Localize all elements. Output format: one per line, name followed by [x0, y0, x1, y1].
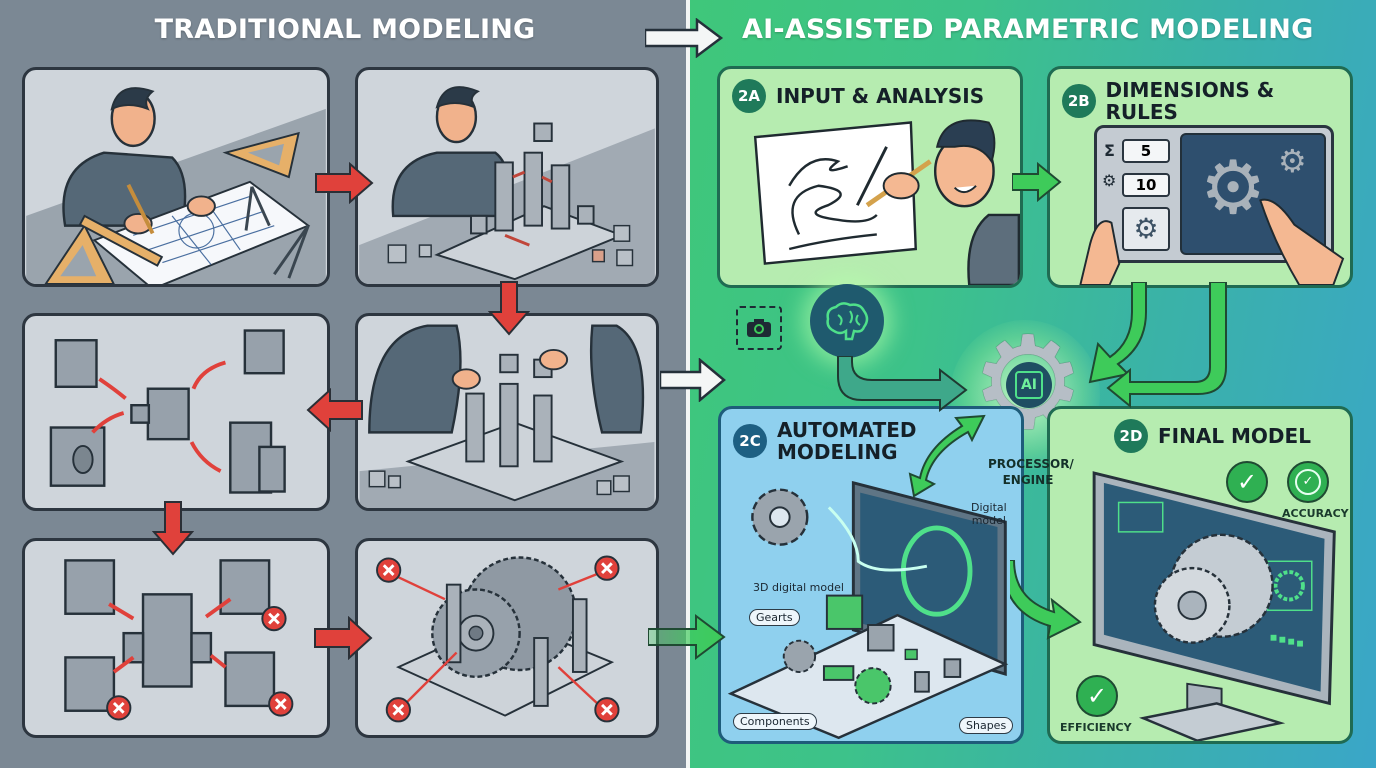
transition-arrow-middle: [660, 358, 726, 402]
step-badge-2b: 2B: [1062, 84, 1096, 118]
panel-dimensions-rules: 2B DIMENSIONS & RULES Σ 5 ⚙ 10 ⚙ ⚙ ⚙: [1047, 66, 1353, 288]
settings-button[interactable]: ⚙: [1122, 207, 1170, 251]
panel-fitting-errors: [22, 538, 330, 738]
panel-automated-modeling: 2C AUTOMATED MODELING 3D digital model D…: [718, 406, 1024, 744]
panel-2a-header: 2A INPUT & ANALYSIS: [732, 79, 984, 113]
red-arrow-right-2: [314, 616, 373, 660]
panel-2d-title: FINAL MODEL: [1158, 424, 1311, 448]
panel-2c-header: 2C AUTOMATED MODELING: [733, 419, 916, 463]
label-shapes: Shapes: [959, 717, 1014, 734]
ai-brain-icon: [810, 284, 884, 358]
gear-small-icon: ⚙: [1102, 171, 1117, 190]
final-model-illustration: [1092, 471, 1336, 741]
label-components: Components: [733, 713, 817, 730]
transform-illustration: [49, 329, 286, 494]
param-field-2[interactable]: 10: [1122, 173, 1170, 197]
efficiency-check-icon: ✓: [1076, 675, 1118, 717]
traditional-title: TRADITIONAL MODELING: [154, 14, 536, 45]
assembly-illustration: [359, 86, 655, 284]
large-gear-icon: ⚙: [1200, 145, 1267, 231]
red-arrow-down-1: [488, 281, 530, 336]
collab-illustration: [359, 324, 655, 508]
panel-manual-assembly: [355, 67, 659, 287]
check-icon: ✓: [1226, 461, 1268, 503]
green-transition-arrow-bottom: [648, 614, 726, 660]
panel-2b-title: DIMENSIONS & RULES: [1105, 78, 1275, 124]
green-arrow-2c-2d: [1010, 560, 1082, 640]
label-gears: Gearts: [749, 609, 800, 626]
sigma-icon: Σ: [1104, 141, 1115, 160]
green-bidirectional-arrow: [908, 414, 986, 498]
fitting-illustration: [64, 559, 294, 721]
panel-2b-header: 2B DIMENSIONS & RULES: [1062, 79, 1350, 123]
panel-2a-title: INPUT & ANALYSIS: [776, 84, 985, 108]
transition-arrow-top: [645, 18, 724, 58]
ai-chip: AI: [1006, 362, 1052, 408]
panel-drafting: [22, 67, 330, 287]
green-arrow-2a-2b: [1012, 162, 1062, 202]
camera-icon: [736, 306, 782, 350]
error-markers: [106, 605, 294, 721]
panel-collaborative-assembly: [355, 313, 659, 511]
step-badge-2c: 2C: [733, 424, 767, 458]
ai-chip-label: AI: [1015, 371, 1043, 399]
label-3d-digital-model: 3D digital model: [753, 581, 844, 594]
panel-2d-header: 2D FINAL MODEL: [1114, 419, 1311, 453]
gear-illustration: [376, 555, 620, 723]
red-arrow-left-1: [306, 388, 363, 432]
panel-input-analysis: 2A INPUT & ANALYSIS: [717, 66, 1023, 288]
automated-illustration: [727, 480, 1009, 740]
input-illustration: [753, 119, 1020, 285]
engine-label: PROCESSOR/ ENGINE: [988, 457, 1074, 487]
red-arrow-right-1: [315, 162, 374, 204]
green-arrows-2b-to-engine: [1088, 282, 1227, 409]
panel-gear-errors: [355, 538, 659, 738]
drafting-illustration: [26, 87, 326, 284]
accuracy-label: ACCURACY: [1282, 507, 1349, 520]
panel-2c-title: AUTOMATED MODELING: [777, 418, 917, 464]
label-digital-model: Digital model: [971, 501, 1007, 527]
hands-illustration: [1079, 198, 1345, 285]
panel-final-model: 2D FINAL MODEL ✓ ✓ ACCURACY ✓ EFFICIENCY: [1047, 406, 1353, 744]
accuracy-target-icon: ✓: [1287, 461, 1329, 503]
step-badge-2a: 2A: [732, 79, 766, 113]
panel-block-transform: [22, 313, 330, 511]
ai-title: AI-ASSISTED PARAMETRIC MODELING: [742, 14, 1314, 45]
param-field-1[interactable]: 5: [1122, 139, 1170, 163]
red-arrow-down-2: [152, 501, 194, 556]
small-gear-icon: ⚙: [1278, 142, 1307, 180]
efficiency-label: EFFICIENCY: [1060, 721, 1132, 734]
step-badge-2d: 2D: [1114, 419, 1148, 453]
green-arrow-brain-to-engine: [837, 356, 968, 412]
